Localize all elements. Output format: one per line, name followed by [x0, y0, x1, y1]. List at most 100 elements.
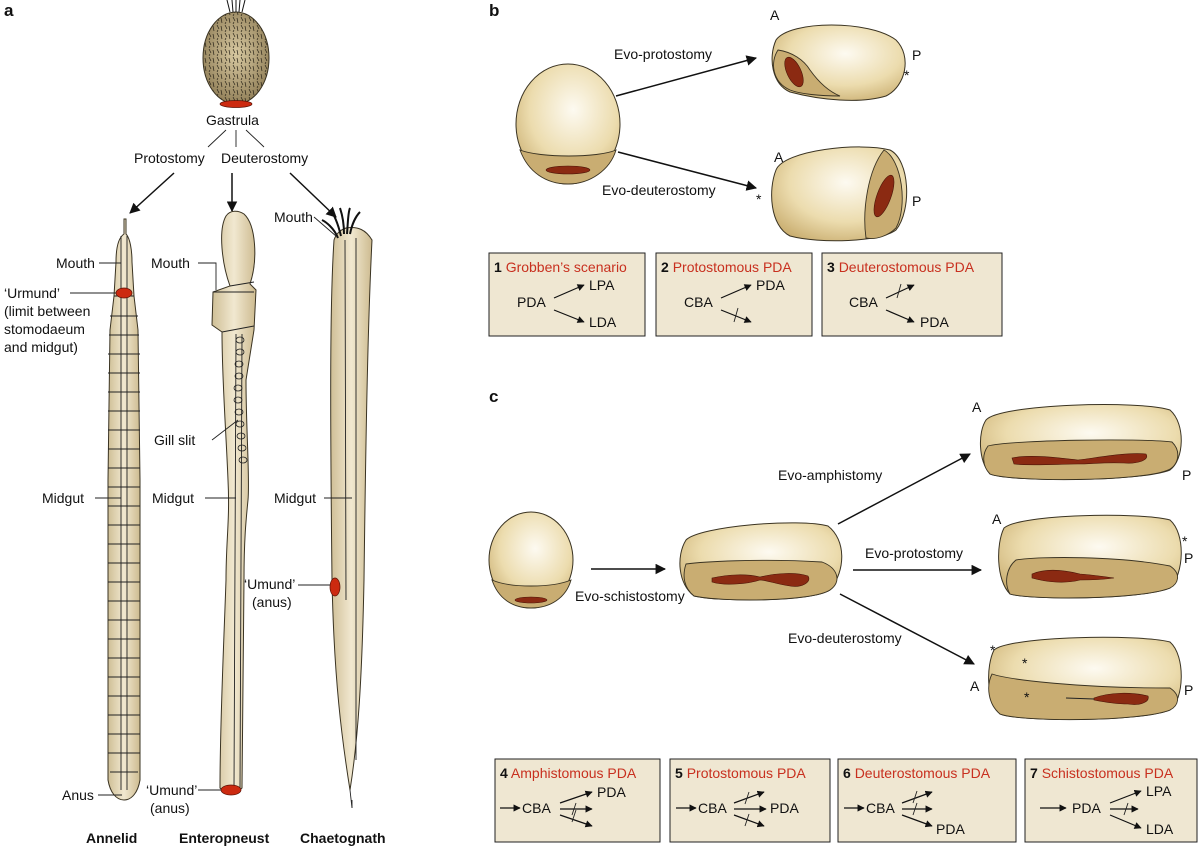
annelid-urmund-label-1: ‘Urmund’: [4, 285, 60, 301]
b-top-P-label: P: [912, 47, 921, 63]
box-2: 2 Protostomous PDA CBA PDA: [655, 252, 813, 337]
b-protostome-embryo: [771, 24, 906, 101]
protostomy-arrow: [129, 172, 175, 214]
box-2-number: 2: [661, 259, 669, 275]
box-4-up: PDA: [597, 784, 626, 800]
box-1-up: LPA: [589, 277, 615, 293]
gastrula-illustration: [202, 0, 270, 108]
box-4-src: CBA: [522, 800, 551, 816]
svg-text:6 Deuterostomous PDA: 6 Deuterostomous PDA: [843, 765, 991, 781]
box-2-up-arrow: [720, 284, 752, 299]
c-evo-deuterostomy-label: Evo-deuterostomy: [788, 630, 902, 646]
box-7-src: PDA: [1072, 800, 1101, 816]
c-evo-protostomy-label: Evo-protostomy: [865, 545, 963, 561]
b-top-star: *: [904, 67, 910, 83]
annelid-mouth-label: Mouth: [56, 255, 95, 271]
box-6-down-arrow: [901, 814, 933, 828]
enteropneust-mouth-label: Mouth: [151, 255, 190, 271]
box-1: 1 Grobben’s scenario PDA LPA LDA: [488, 252, 646, 337]
b-bottom-A-label: A: [774, 149, 784, 165]
box-3: 3 Deuterostomous PDA CBA PDA: [821, 252, 1003, 337]
enteropneust-mouth-leader: [198, 262, 217, 290]
svg-text:7 Schistostomous PDA: 7 Schistostomous PDA: [1030, 765, 1174, 781]
box-3-title: Deuterostomous PDA: [839, 259, 975, 275]
c-amphistome-P-label: P: [1182, 467, 1191, 483]
c-amphistome-A-label: A: [972, 399, 982, 415]
enteropneust-gill-slit-label: Gill slit: [154, 432, 195, 448]
b-top-A-label: A: [770, 7, 780, 23]
enteropneust-illustration: [211, 210, 257, 796]
panel-b-egg: [515, 63, 621, 185]
c-protostome-P-label: P: [1184, 550, 1193, 566]
box-1-title: Grobben’s scenario: [506, 259, 627, 275]
gastrula-label: Gastrula: [206, 112, 259, 128]
c-amphistomy-arrow: [837, 453, 971, 525]
box-1-down: LDA: [589, 314, 617, 330]
b-deuterostome-embryo: [771, 146, 908, 242]
b-bottom-P-label: P: [912, 193, 921, 209]
annelid-name: Annelid: [86, 830, 137, 846]
enteropneust-umund-label-1: ‘Umund’: [146, 782, 197, 798]
annelid-illustration: [107, 218, 141, 801]
box-1-src: PDA: [517, 294, 546, 310]
c-deuterostome-embryo: [988, 636, 1182, 721]
enteropneust-midgut-label: Midgut: [152, 490, 194, 506]
c-deuterostome-star-1: *: [990, 642, 996, 658]
deuterostomy-label: Deuterostomy: [221, 150, 308, 166]
box-3-number: 3: [827, 259, 835, 275]
svg-text:2 Protostomous PDA: 2 Protostomous PDA: [661, 259, 792, 275]
enteropneust-name: Enteropneust: [179, 830, 270, 846]
box-6-title: Deuterostomous PDA: [855, 765, 991, 781]
box-2-up: PDA: [756, 277, 785, 293]
box-4-down-arrow: [559, 814, 593, 828]
chaetognath-mouth-leader: [313, 216, 337, 237]
c-deuterostomy-arrow: [839, 593, 975, 665]
box-3-src: CBA: [849, 294, 878, 310]
c-evo-schistostomy-label: Evo-schistostomy: [575, 588, 685, 604]
box-5: 5 Protostomous PDA CBA PDA: [669, 758, 831, 843]
panel-c-egg: [488, 511, 574, 609]
box-4-title: Amphistomous PDA: [511, 765, 637, 781]
c-deuterostome-P-label: P: [1184, 682, 1193, 698]
c-protostome-embryo: [998, 514, 1182, 599]
box-3-down-arrow: [885, 309, 915, 323]
box-5-mid: PDA: [770, 800, 799, 816]
b-evo-protostomy-label: Evo-protostomy: [614, 46, 712, 62]
svg-text:5 Protostomous PDA: 5 Protostomous PDA: [675, 765, 806, 781]
box-5-title: Protostomous PDA: [687, 765, 807, 781]
box-7-block-mark: [1123, 802, 1129, 816]
box-6: 6 Deuterostomous PDA CBA PDA: [837, 758, 1017, 843]
b-bottom-star: *: [756, 191, 762, 207]
b-deuterostomy-arrow: [617, 151, 758, 191]
chaetognath-mouth-label: Mouth: [274, 209, 313, 225]
svg-text:1 Grobben’s scenario: 1 Grobben’s scenario: [494, 259, 627, 275]
svg-text:3 Deuterostomous PDA: 3 Deuterostomous PDA: [827, 259, 975, 275]
box-4-up-arrow: [559, 790, 593, 804]
panel-a-letter: a: [4, 1, 14, 20]
box-7-down: LDA: [1146, 821, 1174, 837]
b-protostomy-arrow: [615, 55, 758, 97]
box-7-up-arrow: [1109, 789, 1142, 804]
box-5-src: CBA: [698, 800, 727, 816]
svg-text:4 Amphistomous PDA: 4 Amphistomous PDA: [500, 765, 637, 781]
c-protostome-star: *: [1182, 533, 1188, 549]
b-evo-deuterostomy-label: Evo-deuterostomy: [602, 182, 716, 198]
annelid-anus-label: Anus: [62, 787, 94, 803]
box-1-down-arrow: [553, 309, 585, 323]
box-7-number: 7: [1030, 765, 1038, 781]
annelid-urmund-label-4: and midgut): [4, 339, 78, 355]
box-4: 4 Amphistomous PDA CBA PDA: [494, 758, 661, 843]
box-7-title: Schistostomous PDA: [1042, 765, 1174, 781]
enteropneust-gill-slit-leader: [211, 419, 239, 441]
box-2-title: Protostomous PDA: [673, 259, 793, 275]
c-amphistome-embryo: [980, 404, 1182, 481]
gastrula-branch-lines: [207, 129, 265, 148]
box-6-block-marks: [912, 790, 918, 816]
gill-slits: [233, 336, 248, 464]
protostomy-label: Protostomy: [134, 150, 205, 166]
panel-c-letter: c: [489, 387, 498, 406]
box-3-down: PDA: [920, 314, 949, 330]
c-deuterostome-A-label: A: [970, 678, 980, 694]
c-protostome-A-label: A: [992, 511, 1002, 527]
box-2-block-mark: [733, 307, 739, 323]
